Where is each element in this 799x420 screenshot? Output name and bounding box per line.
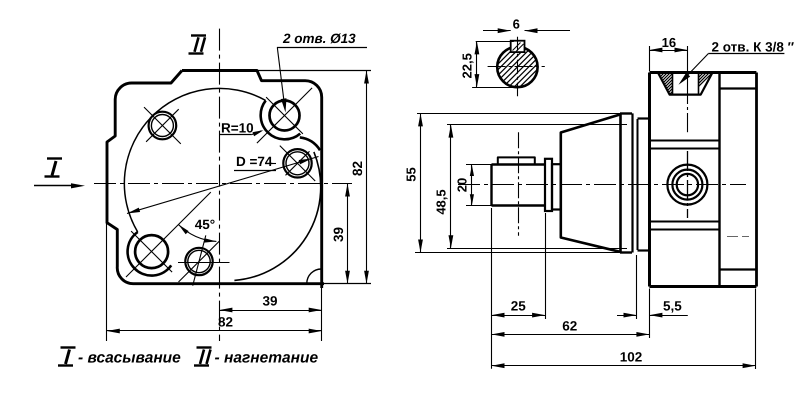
- svg-text:82: 82: [350, 161, 365, 176]
- svg-text:16: 16: [662, 35, 676, 50]
- svg-text:2 отв. К 3/8 ″: 2 отв. К 3/8 ″: [712, 40, 795, 55]
- svg-text:25: 25: [511, 299, 527, 314]
- svg-text:82: 82: [218, 315, 233, 330]
- svg-text:102: 102: [620, 350, 643, 365]
- svg-text:39: 39: [262, 294, 277, 309]
- svg-text:2 отв. Ø13: 2 отв. Ø13: [282, 31, 356, 46]
- svg-text:48,5: 48,5: [434, 189, 449, 214]
- svg-text:6: 6: [513, 16, 520, 31]
- svg-text:- всасывание: - всасывание: [78, 350, 181, 367]
- svg-text:22,5: 22,5: [460, 53, 475, 78]
- svg-text:- нагнетание: - нагнетание: [215, 350, 319, 367]
- svg-text:5,5: 5,5: [663, 299, 682, 314]
- svg-text:20: 20: [455, 178, 470, 192]
- svg-text:55: 55: [403, 167, 418, 181]
- svg-text:45°: 45°: [195, 217, 215, 232]
- svg-text:R=10: R=10: [221, 121, 254, 136]
- svg-text:62: 62: [562, 319, 577, 334]
- svg-text:39: 39: [331, 227, 346, 242]
- svg-text:D =74: D =74: [236, 154, 273, 169]
